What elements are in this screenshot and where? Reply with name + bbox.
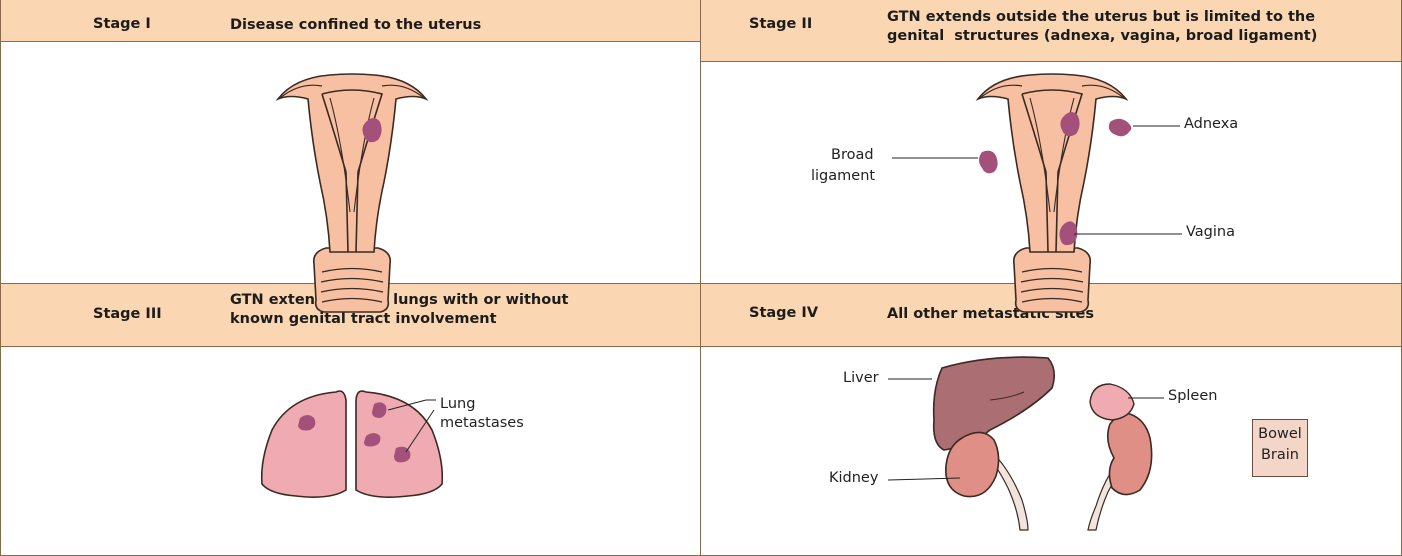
- kidney-ureter-illustration: [945, 411, 1153, 531]
- brain-label: Brain: [1260, 447, 1299, 463]
- broad-ligament-nodule: [979, 150, 998, 174]
- broad-ligament-label-line1: Broad: [831, 147, 874, 163]
- stage-2-uterus-illustration: [977, 73, 1127, 313]
- vagina-label: Vagina: [1186, 224, 1235, 240]
- spleen-illustration: [1089, 383, 1135, 421]
- stage-3-description-line2: known genital tract involvement: [230, 311, 497, 327]
- stage-4-title: Stage IV: [749, 305, 819, 321]
- stage-3-description-line1: GTN extends to the lungs with or without: [230, 292, 569, 308]
- spleen-label: Spleen: [1168, 388, 1218, 404]
- lung-label-line1: Lung: [440, 396, 476, 412]
- stage-2-description-line1: GTN extends outside the uterus but is li…: [887, 9, 1316, 25]
- kidney-label: Kidney: [829, 470, 879, 486]
- stage-1-description: Disease confined to the uterus: [230, 17, 482, 33]
- stage-2-description-line2: genital structures (adnexa, vagina, broa…: [887, 28, 1318, 44]
- stage-2-title: Stage II: [749, 16, 813, 32]
- stage-1-uterus-illustration: [277, 73, 427, 313]
- other-sites-box: Bowel Brain: [1252, 419, 1308, 477]
- lungs-illustration: [260, 390, 444, 498]
- broad-ligament-label-line2: ligament: [811, 168, 876, 184]
- stage-2-header: [700, 0, 1402, 62]
- lung-label-line2: metastases: [440, 415, 524, 431]
- adnexa-label: Adnexa: [1184, 116, 1239, 132]
- liver-label: Liver: [843, 370, 879, 386]
- liver-illustration: [932, 356, 1056, 451]
- stage-1-header: [0, 0, 701, 42]
- bowel-label: Bowel: [1258, 426, 1302, 442]
- stage-3-title: Stage III: [93, 306, 162, 322]
- stage-1-title: Stage I: [93, 16, 151, 32]
- adnexa-nodule: [1108, 118, 1132, 137]
